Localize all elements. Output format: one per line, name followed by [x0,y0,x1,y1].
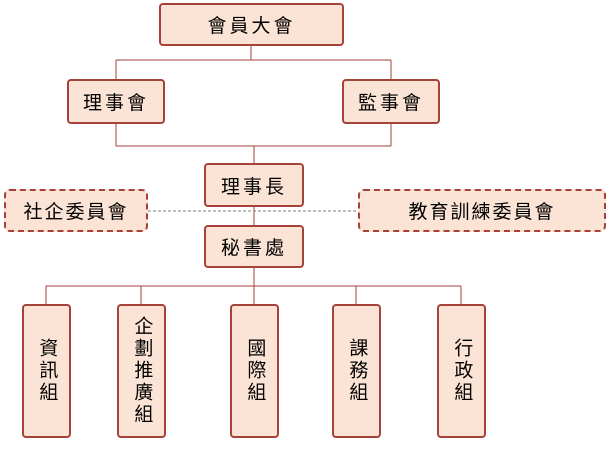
node-chairman: 理事長 [204,163,304,207]
node-committee-education: 教育訓練委員會 [358,189,606,232]
node-group-info: 資訊組 [22,304,71,438]
node-group-planning: 企劃推廣組 [117,304,166,438]
node-group-admin: 行政組 [437,304,486,438]
node-board-supervisors: 監事會 [342,79,440,124]
node-group-courses: 課務組 [332,304,381,438]
node-board-directors: 理事會 [67,79,165,124]
node-committee-enterprise: 社企委員會 [4,189,148,232]
node-general-assembly: 會員大會 [159,3,344,46]
node-group-international: 國際組 [230,304,279,438]
node-secretariat: 秘書處 [204,225,304,268]
